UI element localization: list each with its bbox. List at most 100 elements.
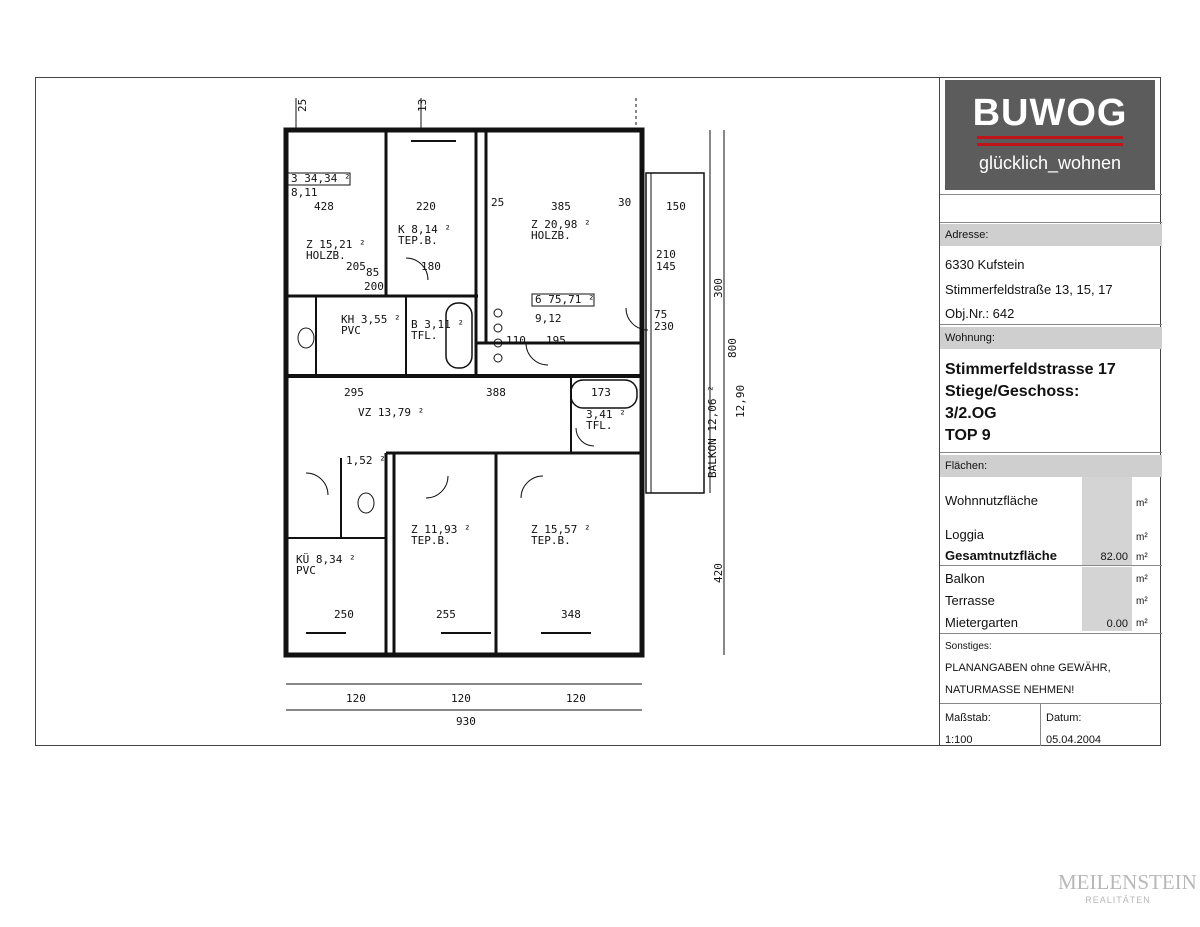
svg-text:TEP.B.: TEP.B. bbox=[531, 534, 571, 547]
svg-text:9,12: 9,12 bbox=[535, 312, 562, 325]
svg-text:Z 15,21 ²: Z 15,21 ² bbox=[306, 238, 366, 251]
area-unit: m² bbox=[1136, 498, 1148, 509]
svg-text:VZ 13,79 ²: VZ 13,79 ² bbox=[358, 406, 424, 419]
area-unit: m² bbox=[1136, 574, 1148, 585]
area-unit: m² bbox=[1136, 596, 1148, 607]
area-mietergarten-value: 0.00 bbox=[1106, 618, 1128, 630]
logo-stripe bbox=[977, 143, 1123, 146]
address-header: Adresse: bbox=[940, 224, 1162, 246]
dimension-labels: 428 220 385 25 30 205 180 295 388 173 25… bbox=[296, 98, 747, 728]
area-balkon-label: Balkon bbox=[945, 571, 985, 586]
areas-header: Flächen: bbox=[940, 455, 1162, 477]
svg-text:230: 230 bbox=[654, 320, 674, 333]
title-block: BUWOG glücklich_wohnen Adresse: 6330 Kuf… bbox=[939, 78, 1162, 746]
svg-text:150: 150 bbox=[666, 200, 686, 213]
svg-text:85: 85 bbox=[366, 266, 379, 279]
area-wohnnutzflaeche-label: Wohnnutzfläche bbox=[945, 493, 1038, 508]
divider bbox=[940, 633, 1162, 634]
area-loggia-label: Loggia bbox=[945, 527, 985, 542]
svg-text:KH 3,55 ²: KH 3,55 ² bbox=[341, 313, 401, 326]
svg-text:930: 930 bbox=[456, 715, 476, 728]
svg-text:TEP.B.: TEP.B. bbox=[411, 534, 451, 547]
svg-text:B 3,11 ²: B 3,11 ² bbox=[411, 318, 464, 331]
area-gesamt-label: Gesamtnutzfläche bbox=[945, 548, 1057, 563]
divider bbox=[940, 452, 1162, 453]
area-gesamt-value: 82.00 bbox=[1100, 551, 1128, 563]
date-value: 05.04.2004 bbox=[1046, 734, 1102, 746]
notes-header: Sonstiges: bbox=[945, 641, 992, 652]
svg-text:800: 800 bbox=[726, 338, 739, 358]
apartment-stair-label: Stiege/Geschoss: bbox=[945, 383, 1080, 400]
svg-text:TEP.B.: TEP.B. bbox=[398, 234, 438, 247]
svg-text:220: 220 bbox=[416, 200, 436, 213]
svg-text:388: 388 bbox=[486, 386, 506, 399]
svg-text:PVC: PVC bbox=[341, 324, 361, 337]
apartment-floor: 3/2.OG bbox=[945, 405, 997, 422]
date-label: Datum: bbox=[1046, 712, 1082, 724]
svg-text:173: 173 bbox=[591, 386, 611, 399]
svg-text:120: 120 bbox=[346, 692, 366, 705]
unit-tags: 3 34,34 ² 8,11 6 75,71 ² 9,12 BALKON 12,… bbox=[287, 172, 719, 478]
svg-text:6 75,71 ²: 6 75,71 ² bbox=[535, 293, 595, 306]
svg-text:PVC: PVC bbox=[296, 564, 316, 577]
svg-text:110: 110 bbox=[506, 334, 526, 347]
svg-text:BALKON 12,06 ²: BALKON 12,06 ² bbox=[706, 385, 719, 478]
apartment-street: Stimmerfeldstrasse 17 bbox=[945, 361, 1116, 378]
divider bbox=[940, 194, 1162, 195]
area-unit: m² bbox=[1136, 552, 1148, 563]
svg-text:30: 30 bbox=[618, 196, 631, 209]
apartment-top: TOP 9 bbox=[945, 427, 991, 444]
svg-text:3 34,34 ²: 3 34,34 ² bbox=[291, 172, 351, 185]
divider bbox=[940, 703, 1162, 704]
object-number: Obj.Nr.: 642 bbox=[945, 306, 1015, 321]
svg-text:HOLZB.: HOLZB. bbox=[306, 249, 346, 262]
svg-text:255: 255 bbox=[436, 608, 456, 621]
divider bbox=[940, 222, 1162, 223]
scale-value: 1:100 bbox=[945, 734, 973, 746]
svg-text:420: 420 bbox=[712, 563, 725, 583]
svg-text:KÜ 8,34 ²: KÜ 8,34 ² bbox=[296, 553, 356, 566]
notes-line-1: PLANANGABEN ohne GEWÄHR, bbox=[945, 662, 1111, 674]
svg-text:195: 195 bbox=[546, 334, 566, 347]
logo-stripe bbox=[977, 136, 1123, 139]
svg-text:12,90: 12,90 bbox=[734, 385, 747, 418]
logo-brand: BUWOG bbox=[972, 92, 1128, 134]
svg-text:300: 300 bbox=[712, 278, 725, 298]
area-mietergarten-label: Mietergarten bbox=[945, 615, 1018, 630]
area-value-column bbox=[1082, 477, 1132, 565]
area-terrasse-label: Terrasse bbox=[945, 593, 995, 608]
apartment-header: Wohnung: bbox=[940, 327, 1162, 349]
svg-text:Z 20,98 ²: Z 20,98 ² bbox=[531, 218, 591, 231]
svg-text:TFL.: TFL. bbox=[411, 329, 438, 342]
svg-text:145: 145 bbox=[656, 260, 676, 273]
address-city: 6330 Kufstein bbox=[945, 257, 1025, 272]
scale-label: Maßstab: bbox=[945, 712, 991, 724]
svg-text:385: 385 bbox=[551, 200, 571, 213]
divider bbox=[940, 324, 1162, 325]
svg-text:K 8,14 ²: K 8,14 ² bbox=[398, 223, 451, 236]
meilenstein-watermark: MEILENSTEIN REALITÄTEN bbox=[1058, 870, 1197, 905]
svg-text:295: 295 bbox=[344, 386, 364, 399]
svg-text:3,41 ²: 3,41 ² bbox=[586, 408, 626, 421]
svg-text:250: 250 bbox=[334, 608, 354, 621]
svg-text:210: 210 bbox=[656, 248, 676, 261]
svg-text:Z 15,57 ²: Z 15,57 ² bbox=[531, 523, 591, 536]
svg-text:205: 205 bbox=[346, 260, 366, 273]
svg-text:348: 348 bbox=[561, 608, 581, 621]
address-street: Stimmerfeldstraße 13, 15, 17 bbox=[945, 282, 1113, 297]
area-unit: m² bbox=[1136, 618, 1148, 629]
divider bbox=[1040, 703, 1041, 746]
svg-text:180: 180 bbox=[421, 260, 441, 273]
svg-text:255: 255 bbox=[296, 98, 309, 112]
buwog-logo: BUWOG glücklich_wohnen bbox=[945, 80, 1155, 190]
svg-text:HOLZB.: HOLZB. bbox=[531, 229, 571, 242]
svg-text:25: 25 bbox=[491, 196, 504, 209]
walls bbox=[283, 98, 725, 711]
svg-text:Z 11,93 ²: Z 11,93 ² bbox=[411, 523, 471, 536]
divider bbox=[940, 565, 1162, 566]
svg-text:135: 135 bbox=[416, 98, 429, 112]
